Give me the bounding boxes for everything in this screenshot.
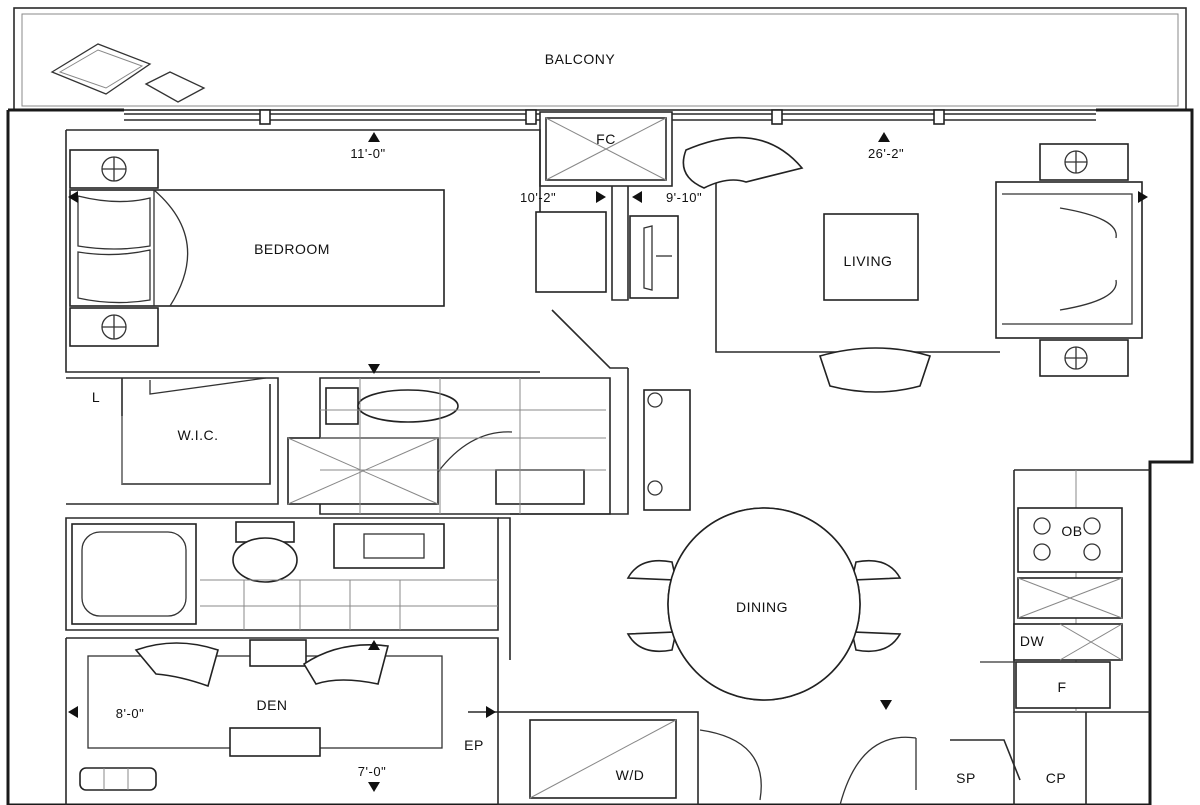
fixture-label-ep: EP (464, 737, 484, 753)
dining-table (626, 507, 902, 701)
room-label-dining: DINING (736, 599, 788, 615)
stair-hatch-lower (200, 579, 498, 630)
accent-chair (682, 136, 804, 189)
stair-hatch-upper (320, 378, 606, 514)
toilet-ensuite (325, 387, 459, 425)
shower-ensuite (287, 431, 513, 505)
wic-shelving (121, 377, 267, 484)
fixture-label-wd: W/D (616, 767, 645, 783)
room-label-living: LIVING (844, 253, 893, 269)
room-label-den: DEN (256, 697, 287, 713)
vanity-ensuite (495, 389, 691, 511)
dimension-living-depth: 9'-10" (666, 190, 702, 205)
sofa (995, 181, 1143, 339)
living-lamps (1039, 143, 1129, 377)
coffee-table (823, 213, 919, 301)
toilet-main (232, 521, 298, 583)
exterior-walls (6, 108, 1194, 805)
dimension-den-depth: 8'-0" (116, 706, 144, 721)
fixture-label-sp: SP (956, 770, 976, 786)
fixture-label-cp: CP (1046, 770, 1066, 786)
dimension-bedroom-depth: 10'-2" (520, 190, 556, 205)
fixture-label-dw: DW (1020, 633, 1045, 649)
room-label-bedroom: BEDROOM (254, 241, 330, 257)
den-chairs (134, 642, 390, 757)
bathtub (71, 523, 197, 625)
balcony-lounge-chair (50, 43, 206, 103)
fixture-label-f: F (1057, 679, 1066, 695)
dimension-bedroom-width: 11'-0" (350, 146, 385, 161)
vanity-main (333, 523, 445, 569)
dimension-den-width: 7'-0" (358, 764, 386, 779)
living-armchair (818, 347, 932, 393)
washer-dryer (529, 719, 677, 799)
fixture-label-fc: FC (596, 131, 616, 147)
kitchen-counter (980, 507, 1123, 709)
tv-unit (629, 215, 679, 299)
den-ottoman (79, 767, 157, 791)
bed (69, 189, 445, 307)
door-swings (699, 729, 917, 805)
fixture-label-l: L (92, 389, 100, 405)
nightstand-lamps (69, 149, 159, 347)
bedroom-dresser (535, 211, 607, 293)
room-label-balcony: BALCONY (545, 51, 616, 67)
fixture-label-ob: OB (1061, 523, 1082, 539)
room-label-wic: W.I.C. (177, 427, 218, 443)
balcony-area (13, 7, 1187, 111)
dimension-living-width: 26'-2" (868, 146, 904, 161)
dimension-markers (68, 132, 1148, 792)
